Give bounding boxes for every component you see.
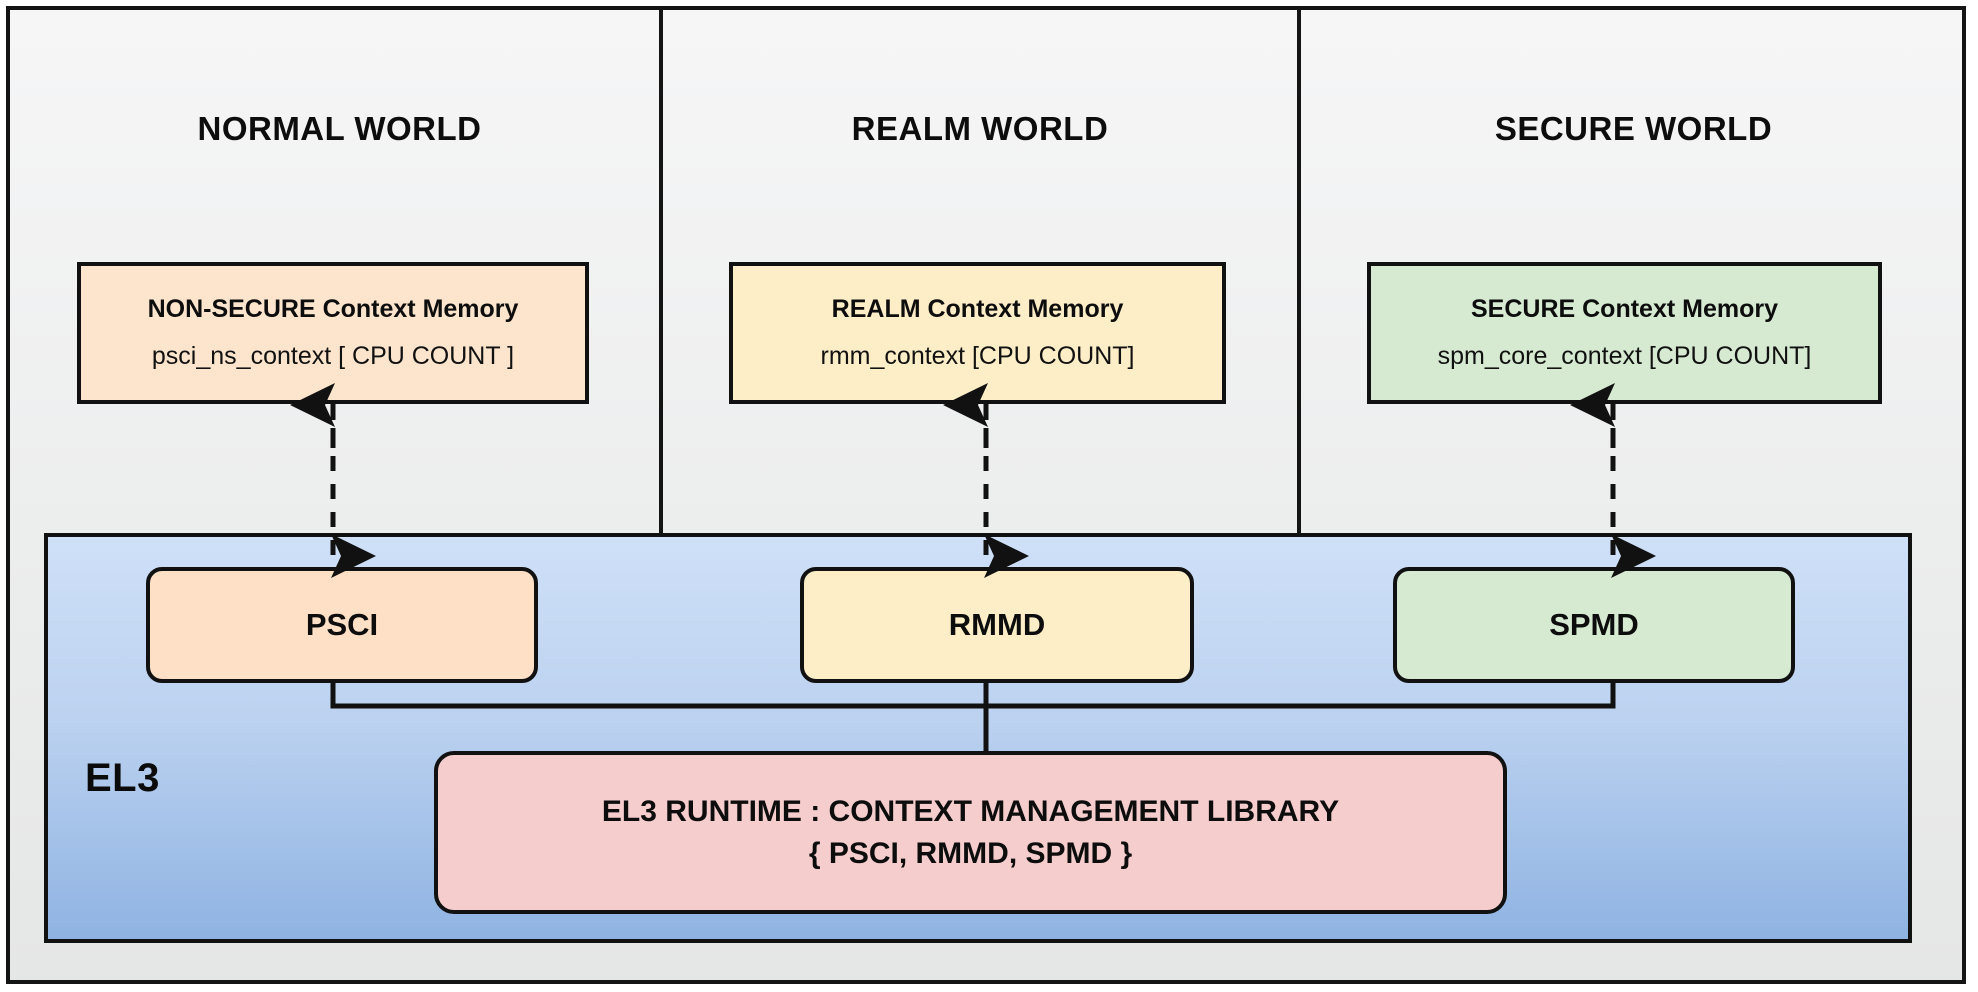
world-title-realm: REALM WORLD <box>851 110 1109 147</box>
context-memory-title-secure: SECURE Context Memory <box>1471 295 1778 323</box>
world-title-secure: SECURE WORLD <box>1494 110 1773 147</box>
el3-runtime-context-management-library[interactable]: EL3 RUNTIME : CONTEXT MANAGEMENT LIBRARY… <box>434 751 1507 914</box>
world-divider-realm-secure <box>1297 10 1301 541</box>
context-memory-box-non-secure: NON-SECURE Context Memory psci_ns_contex… <box>77 262 589 404</box>
context-memory-box-secure: SECURE Context Memory spm_core_context [… <box>1367 262 1882 404</box>
context-memory-symbol-realm: rmm_context [CPU COUNT] <box>820 342 1135 370</box>
dispatcher-box-psci[interactable]: PSCI <box>146 567 538 683</box>
el3-label: EL3 <box>85 756 160 800</box>
context-memory-title-non-secure: NON-SECURE Context Memory <box>147 295 519 323</box>
dispatcher-box-rmmd[interactable]: RMMD <box>800 567 1194 683</box>
context-memory-symbol-secure: spm_core_context [CPU COUNT] <box>1437 342 1812 370</box>
dispatcher-box-spmd[interactable]: SPMD <box>1393 567 1795 683</box>
runtime-library-title: EL3 RUNTIME : CONTEXT MANAGEMENT LIBRARY <box>601 795 1340 828</box>
context-memory-box-realm: REALM Context Memory rmm_context [CPU CO… <box>729 262 1226 404</box>
world-divider-normal-realm <box>659 10 663 541</box>
runtime-library-members: { PSCI, RMMD, SPMD } <box>808 836 1133 870</box>
context-memory-title-realm: REALM Context Memory <box>831 295 1124 323</box>
context-memory-symbol-non-secure: psci_ns_context [ CPU COUNT ] <box>151 342 515 370</box>
world-title-normal: NORMAL WORLD <box>197 110 482 147</box>
